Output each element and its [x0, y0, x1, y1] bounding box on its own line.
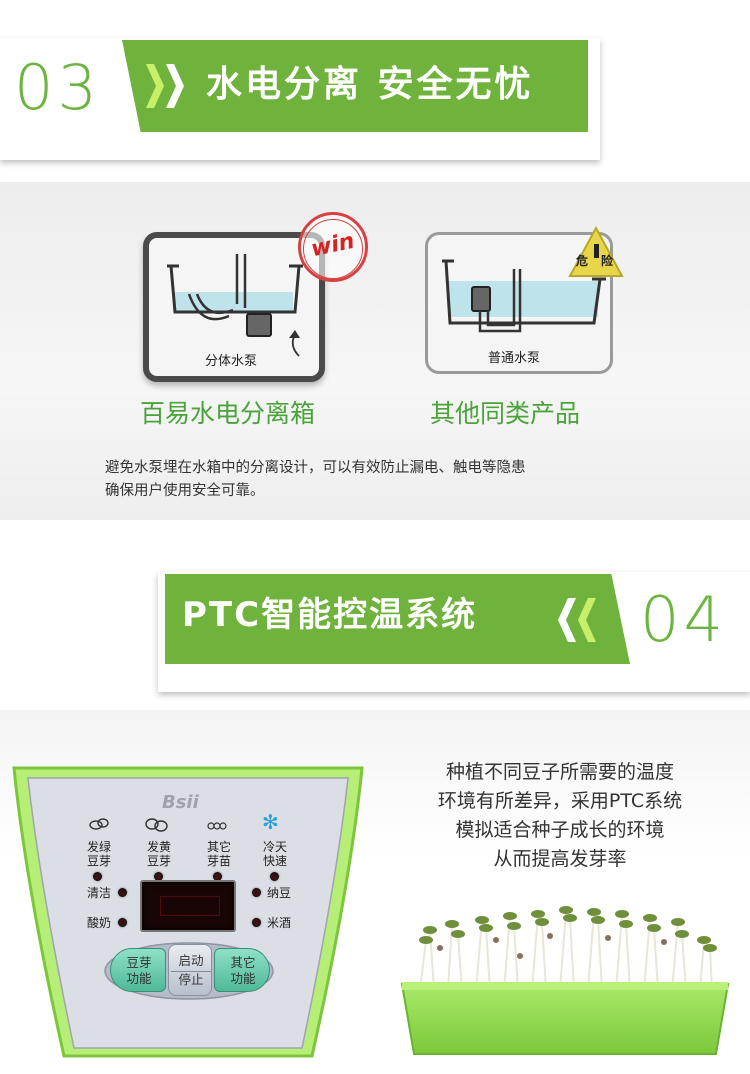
- ptc-description: 种植不同豆子所需要的温度 环境有所差异，采用PTC系统 模拟适合种子成长的环境 …: [380, 758, 740, 874]
- separated-pump-diagram: [167, 254, 303, 357]
- snowflake-icon: ✻: [262, 810, 279, 834]
- description-line: 种植不同豆子所需要的温度: [445, 761, 674, 783]
- description-line: 确保用户使用安全可靠。: [105, 483, 265, 499]
- comparison-section: 分体水泵 win 普通水泵 危: [0, 182, 750, 520]
- sprout-function-button[interactable]: 豆芽 功能: [110, 948, 166, 992]
- separated-pump-card: 分体水泵: [143, 232, 325, 382]
- option-label: 米酒: [266, 916, 291, 930]
- other-product-caption: 其他同类产品: [430, 399, 581, 428]
- option-label: 酸奶: [86, 916, 111, 930]
- banner-bar: [122, 40, 588, 132]
- section-03-banner: 03 水电分离 安全无忧: [0, 0, 750, 175]
- description-line: 避免水泵埋在水箱中的分离设计，可以有效防止漏电、触电等隐患: [105, 460, 526, 476]
- danger-text: 危: [576, 254, 589, 268]
- mode-label: 冷天 快速: [262, 840, 287, 868]
- mode-label: 发黄 豆芽: [146, 840, 171, 868]
- section-number: 04: [640, 583, 727, 656]
- mode-indicator-light: [270, 872, 279, 881]
- section-title: 水电分离 安全无忧: [206, 64, 534, 105]
- win-badge: win: [298, 212, 368, 282]
- section-title: PTC智能控温系统: [182, 595, 478, 635]
- chevron-right-icon: [146, 64, 164, 108]
- section-number: 03: [14, 51, 101, 124]
- seeds-icon: [207, 822, 227, 830]
- danger-text: 险: [601, 254, 614, 268]
- mode-label: 其它 芽苗: [206, 840, 231, 868]
- banner-bar: [165, 574, 630, 664]
- safety-description: 避免水泵埋在水箱中的分离设计，可以有效防止漏电、触电等隐患 确保用户使用安全可靠…: [105, 457, 695, 503]
- option-indicator-light: [118, 888, 127, 897]
- led-display: [140, 880, 236, 932]
- sprout-icon: [89, 818, 109, 830]
- description-line: 从而提高发芽率: [493, 848, 627, 870]
- bean-icon: [145, 818, 168, 832]
- chevron-left-icon: [558, 598, 576, 642]
- option-label: 纳豆: [266, 886, 291, 900]
- option-indicator-light: [252, 888, 261, 897]
- diagram-label: 分体水泵: [205, 354, 258, 369]
- chevron-left-icon: [578, 598, 596, 642]
- description-line: 环境有所差异，采用PTC系统: [437, 790, 683, 812]
- other-function-button[interactable]: 其它 功能: [214, 948, 270, 992]
- mode-indicator-light: [93, 872, 102, 881]
- sprouts-tray-image: [400, 906, 730, 1055]
- mode-label: 发绿 豆芽: [86, 840, 111, 868]
- control-panel: Bsii ✻ 发绿 豆芽 发黄 豆芽 其它 芽苗 冷天: [12, 766, 364, 1066]
- description-line: 模拟适合种子成长的环境: [455, 819, 665, 841]
- option-indicator-light: [118, 918, 127, 927]
- ordinary-pump-diagram: [442, 259, 606, 333]
- chevron-right-icon: [166, 64, 184, 108]
- option-label: 清洁: [86, 886, 111, 900]
- danger-warning-icon: 危 险: [568, 226, 624, 278]
- option-indicator-light: [252, 918, 261, 927]
- diagram-label: 普通水泵: [488, 351, 541, 366]
- brand-logo: Bsii: [162, 792, 199, 813]
- start-stop-button[interactable]: 启动 停止: [168, 944, 212, 996]
- our-product-caption: 百易水电分离箱: [140, 399, 316, 428]
